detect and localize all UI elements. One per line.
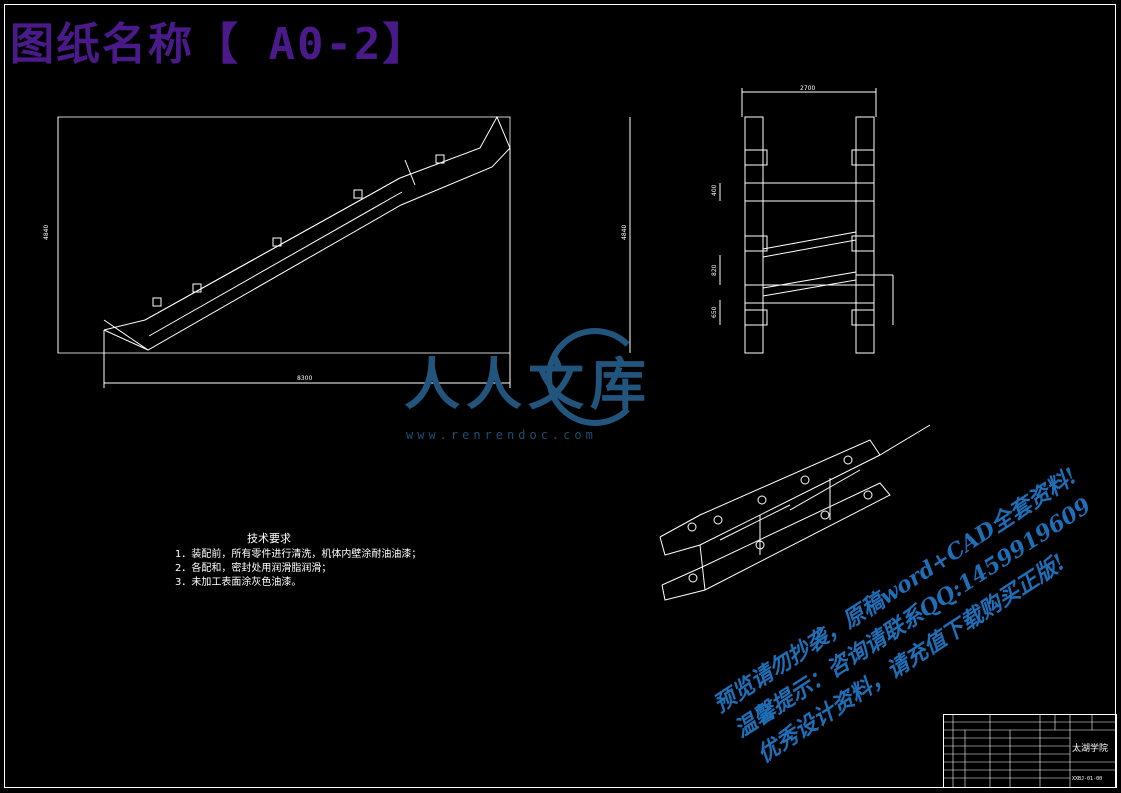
iso-brace-2: [789, 469, 861, 511]
rail-right: [855, 116, 875, 354]
bracket-1: [152, 297, 162, 307]
tech-requirement-item: 3．未加工表面涂灰色油漆。: [175, 577, 302, 588]
rail-left: [744, 116, 764, 354]
isometric-view: [659, 424, 931, 601]
iso-hole-4: [800, 475, 810, 485]
top-d2-label: 820: [711, 264, 718, 276]
tech-requirements-heading: 技术要求: [247, 532, 291, 545]
top-view: [629, 88, 894, 354]
top-width-label: 2700: [800, 85, 815, 92]
watermark-url: www.renrendoc.com: [406, 428, 597, 442]
title-block: [943, 714, 1117, 788]
iso-hole-8: [820, 510, 830, 520]
iso-hole-9: [863, 490, 873, 500]
diagonal-brace-1: [762, 231, 857, 258]
top-d1-label: 400: [711, 184, 718, 196]
side-length-label: 8300: [297, 375, 312, 382]
ramp-inner-top: [144, 177, 401, 321]
iso-hole-1: [687, 522, 697, 532]
ramp-foot: [103, 329, 149, 351]
iso-brace-1: [719, 504, 791, 541]
bracket-4: [353, 189, 363, 199]
cross-beam-2: [744, 284, 875, 304]
top-height-label: 4840: [621, 225, 628, 240]
drawing-frame: [4, 4, 1116, 788]
side-view: [57, 115, 511, 388]
watermark-ring-icon: [546, 328, 644, 426]
side-envelope: [57, 116, 511, 354]
tech-requirement-item: 1．装配前，所有零件进行清洗，机体内壁涂耐油油漆；: [175, 549, 422, 560]
pad-4: [851, 235, 875, 252]
pad-2: [851, 149, 875, 166]
watermark-brand: 人人文库: [404, 352, 652, 418]
ramp-inner-bottom: [148, 191, 403, 337]
iso-leader: [879, 424, 931, 456]
pad-3: [744, 235, 768, 252]
cross-beam-1: [744, 182, 875, 202]
watermark-logo: 人人文库 www.renrendoc.com: [404, 328, 694, 450]
pad-6: [851, 309, 875, 326]
pad-5: [744, 309, 768, 326]
technical-requirements: 技术要求 1．装配前，所有零件进行清洗，机体内壁涂耐油油漆； 2．各配和，密封处…: [175, 532, 421, 590]
iso-rail-lower: [661, 482, 891, 601]
title-block-grid: [943, 714, 1117, 788]
title-block-school: 太湖学院: [1072, 744, 1109, 754]
drawing-title: 图纸名称【 A0-2】: [10, 19, 429, 70]
iso-hole-2: [713, 515, 723, 525]
tech-requirement-item: 2．各配和，密封处用润滑脂润滑；: [175, 563, 332, 574]
iso-hole-7: [755, 540, 765, 550]
side-height-label: 4840: [43, 225, 50, 240]
bracket-3: [272, 237, 282, 247]
top-d3-label: 650: [711, 306, 718, 318]
diagonal-brace-2: [762, 271, 857, 297]
title-block-code: XXBJ-01-00: [1072, 776, 1103, 782]
pad-1: [744, 149, 768, 166]
iso-hole-5: [843, 455, 853, 465]
ramp-outline: [103, 115, 511, 351]
bracket-2: [192, 283, 202, 293]
bracket-5: [435, 154, 445, 164]
iso-hole-3: [757, 495, 767, 505]
leg-post: [404, 159, 416, 186]
iso-hole-6: [688, 573, 698, 583]
iso-rail-upper: [659, 439, 881, 556]
iso-leg-1: [699, 544, 706, 591]
